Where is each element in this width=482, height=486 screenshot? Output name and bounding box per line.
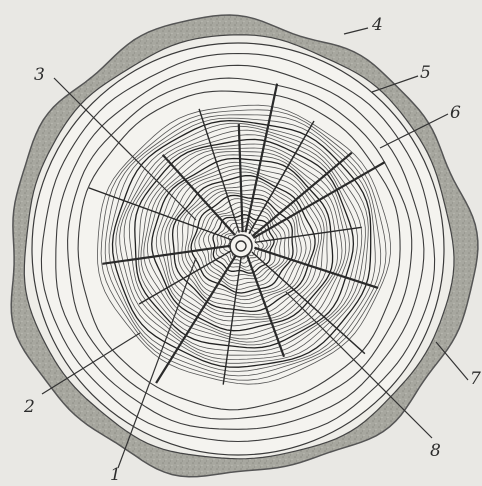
- label-4: 4: [371, 15, 383, 35]
- leader-line-7: [436, 342, 468, 380]
- pith: [230, 235, 252, 257]
- label-1: 1: [110, 465, 121, 485]
- label-2: 2: [23, 397, 35, 417]
- leader-line-4: [344, 28, 368, 34]
- label-7: 7: [470, 369, 481, 389]
- label-5: 5: [420, 63, 431, 83]
- label-6: 6: [450, 103, 461, 123]
- label-3: 3: [34, 65, 45, 85]
- label-8: 8: [430, 441, 441, 461]
